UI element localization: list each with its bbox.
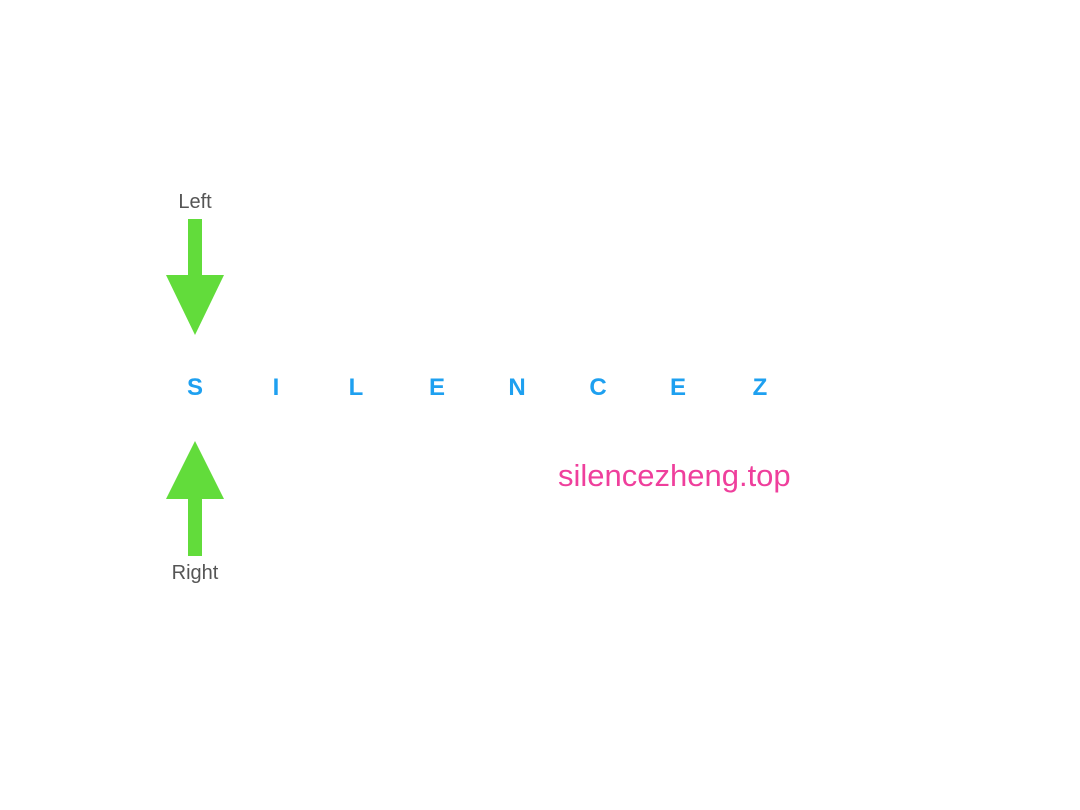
letter-cell: L: [348, 374, 364, 401]
arrow-down-icon: [166, 219, 224, 335]
letter-cell: Z: [752, 374, 768, 401]
letter-cell: E: [669, 374, 687, 401]
right-pointer-label: Right: [171, 562, 219, 584]
letter-cell: I: [272, 374, 280, 401]
letter-cell: N: [508, 374, 526, 401]
watermark-text: silencezheng.top: [558, 458, 791, 493]
letter-cell: E: [428, 374, 446, 401]
letter-cell: S: [186, 374, 204, 401]
left-pointer-label: Left: [178, 191, 212, 213]
arrow-up-icon: [166, 441, 224, 556]
letter-cell: C: [589, 374, 607, 401]
